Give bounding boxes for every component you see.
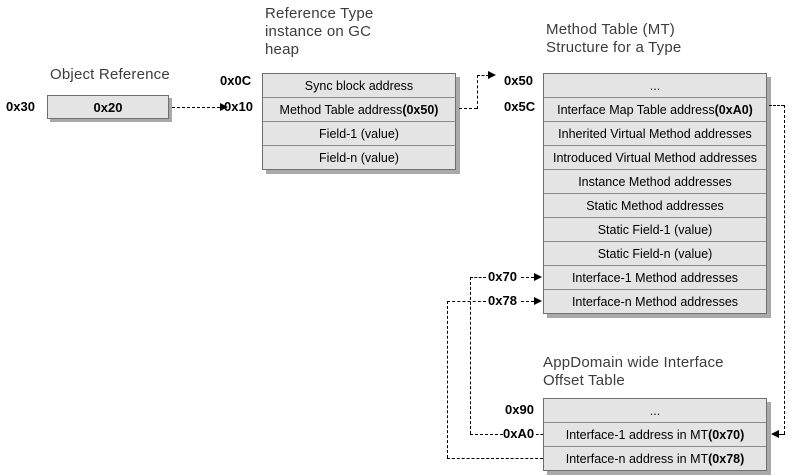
row-label: Interface-n Method addresses (571, 294, 739, 309)
address-label-0x90: 0x90 (505, 402, 534, 417)
offset-table-title: AppDomain wide Interface Offset Table (543, 354, 724, 389)
address-label-0x10: 0x10 (224, 99, 253, 114)
row-value: (0xA0) (714, 102, 753, 117)
table-row-field-n: Field-n (value) (263, 146, 455, 169)
arrowhead-objref-to-instance (220, 103, 228, 111)
table-row-method-table-address: Method Table address (0x50) (263, 98, 455, 122)
table-row-ellipsis: ... (544, 74, 766, 98)
arrowhead-mtaddr-to-0x50 (488, 71, 496, 79)
gc-instance-table: Sync block address Method Table address … (262, 73, 456, 170)
connector-mtaddr-seg2 (477, 75, 478, 109)
row-label: Field-n (value) (319, 150, 399, 165)
address-label-0x78: 0x78 (488, 293, 517, 308)
row-label: Interface-1 Method addresses (571, 270, 739, 285)
connector-0x78-right-dash (521, 301, 534, 302)
connector-0xA0-right-dash (536, 434, 543, 435)
row-label: Introduced Virtual Method addresses (552, 150, 758, 165)
row-value: (0x78) (708, 451, 745, 466)
row-label: Interface Map Table address (557, 102, 715, 117)
connector-0x78-left-dash (447, 301, 486, 302)
gc-instance-title: Reference Type instance on GC heap (265, 5, 374, 58)
connector-0x78-vertical (447, 301, 448, 458)
row-label: Sync block address (304, 78, 414, 93)
arrowhead-0x70-to-mt-row (534, 273, 542, 281)
connector-objref-to-instance (172, 107, 220, 108)
object-reference-box: 0x20 (47, 95, 169, 119)
address-label-0x0C: 0x0C (220, 73, 252, 88)
table-row-interface-n-methods: Interface-n Method addresses (544, 290, 766, 313)
interface-offset-table: ... Interface-1 address in MT (0x70) Int… (543, 398, 767, 471)
connector-ifacemap-seg2 (784, 105, 785, 434)
table-row-interface-n-address: Interface-n address in MT (0x78) (544, 447, 766, 470)
address-label-0x50: 0x50 (504, 73, 533, 88)
row-value: (0x70) (708, 427, 745, 442)
row-label: Static Field-n (value) (597, 246, 713, 261)
connector-mtaddr-seg3 (477, 75, 489, 76)
row-label: ... (649, 78, 661, 93)
row-value: (0x50) (402, 102, 439, 117)
connector-0x70-right-dash (521, 277, 534, 278)
connector-mtaddr-seg1 (459, 108, 477, 109)
address-label-0x5C: 0x5C (504, 99, 536, 114)
connector-0x70-vertical (470, 277, 471, 434)
table-row-sync-block: Sync block address (263, 74, 455, 98)
connector-ifacemap-seg1 (769, 105, 784, 106)
connector-0x70-left-dash (470, 277, 486, 278)
row-label: Static Field-1 (value) (597, 222, 713, 237)
table-row-static-field-n: Static Field-n (value) (544, 242, 766, 266)
row-label: Interface-n address in MT (565, 451, 709, 466)
row-label: Static Method addresses (586, 198, 724, 213)
table-row-instance-methods: Instance Method addresses (544, 170, 766, 194)
table-row-interface-1-address: Interface-1 address in MT (0x70) (544, 423, 766, 447)
connector-0xA0-left-dash (470, 434, 503, 435)
arrowhead-ifacemap-to-offset-row (771, 430, 779, 438)
table-row-inherited-virtual: Inherited Virtual Method addresses (544, 122, 766, 146)
table-row-interface-1-methods: Interface-1 Method addresses (544, 266, 766, 290)
object-reference-title: Object Reference (50, 66, 170, 83)
method-table-title: Method Table (MT) Structure for a Type (546, 21, 682, 56)
row-label: Method Table address (279, 102, 403, 117)
address-label-0xA0: 0xA0 (503, 426, 535, 441)
arrowhead-0x78-to-mt-row (534, 297, 542, 305)
table-row-introduced-virtual: Introduced Virtual Method addresses (544, 146, 766, 170)
method-table: ... Interface Map Table address (0xA0) I… (543, 73, 767, 314)
row-label: Instance Method addresses (578, 174, 732, 189)
address-label-0x30: 0x30 (6, 99, 35, 114)
row-label: Field-1 (value) (319, 126, 399, 141)
row-label: Inherited Virtual Method addresses (558, 126, 752, 141)
table-row-static-field-1: Static Field-1 (value) (544, 218, 766, 242)
table-row-ellipsis: ... (544, 399, 766, 423)
table-row-interface-map-table: Interface Map Table address (0xA0) (544, 98, 766, 122)
address-label-0x70: 0x70 (488, 269, 517, 284)
table-row-field-1: Field-1 (value) (263, 122, 455, 146)
table-row-static-methods: Static Method addresses (544, 194, 766, 218)
connector-ifacemap-seg3 (779, 434, 785, 435)
row-label: Interface-1 address in MT (565, 427, 709, 442)
row-label: ... (649, 403, 661, 418)
connector-0x78-bottom-dash (447, 458, 543, 459)
